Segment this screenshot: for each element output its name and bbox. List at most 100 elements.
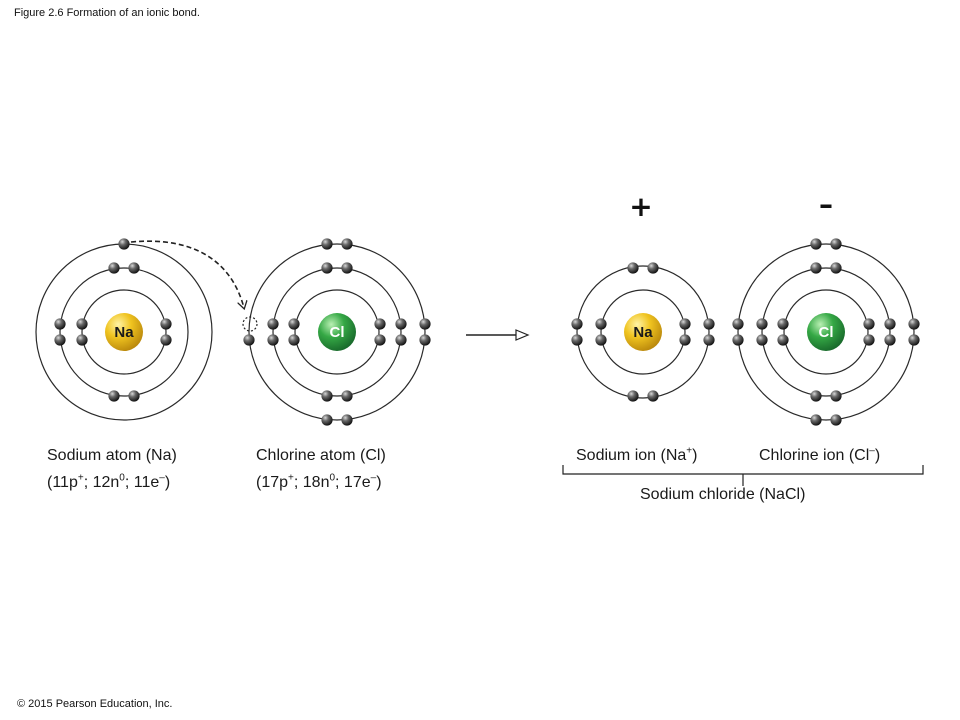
electron xyxy=(884,334,896,346)
electron-shell-2 xyxy=(576,265,710,399)
electron xyxy=(810,390,822,402)
sodium-atom-electrons xyxy=(54,238,172,402)
electron-shell-1 xyxy=(81,289,167,375)
electron xyxy=(595,318,607,330)
compound-bracket xyxy=(562,465,924,486)
electron-shell-1 xyxy=(294,289,380,375)
chlorine-ion-nucleus xyxy=(807,313,845,351)
electron xyxy=(321,390,333,402)
electron xyxy=(908,318,920,330)
electron xyxy=(321,262,333,274)
electron xyxy=(703,318,715,330)
electron xyxy=(288,334,300,346)
electron-shell-2 xyxy=(761,267,891,397)
electron xyxy=(108,390,120,402)
electron xyxy=(863,318,875,330)
chlorine-ion: Cl – xyxy=(732,188,920,426)
sodium-nucleus xyxy=(105,313,143,351)
chlorine-atom-composition: (17p+; 18n0; 17e–) xyxy=(256,472,382,491)
electron xyxy=(679,318,691,330)
electron xyxy=(374,318,386,330)
electron xyxy=(243,334,255,346)
chlorine-atom-symbol: Cl xyxy=(330,324,345,341)
sodium-atom-name: Sodium atom (Na) xyxy=(47,447,177,464)
electron xyxy=(830,238,842,250)
compound-name: Sodium chloride (NaCl) xyxy=(640,486,806,503)
sodium-ion-nucleus xyxy=(624,313,662,351)
electron xyxy=(419,334,431,346)
electron xyxy=(908,334,920,346)
electron xyxy=(884,318,896,330)
electron xyxy=(627,262,639,274)
sodium-atom-symbol: Na xyxy=(114,324,134,341)
electron xyxy=(321,414,333,426)
electron xyxy=(419,318,431,330)
chlorine-ion-name: Chlorine ion (Cl–) xyxy=(759,445,881,464)
electron xyxy=(647,262,659,274)
electron xyxy=(288,318,300,330)
chlorine-ion-symbol: Cl xyxy=(819,324,834,341)
electron xyxy=(571,318,583,330)
electron xyxy=(54,318,66,330)
positive-charge-sign: + xyxy=(629,190,652,223)
negative-charge-sign: – xyxy=(819,188,833,221)
chlorine-nucleus xyxy=(318,313,356,351)
electron xyxy=(830,262,842,274)
sodium-ion: Na + xyxy=(571,190,715,402)
electron xyxy=(395,334,407,346)
electron xyxy=(679,334,691,346)
electron xyxy=(395,318,407,330)
electron-shell-1 xyxy=(783,289,869,375)
electron xyxy=(108,262,120,274)
electron xyxy=(76,318,88,330)
electron-shell-3 xyxy=(737,243,915,421)
electron xyxy=(267,318,279,330)
sodium-atom: Na xyxy=(35,238,213,421)
electron xyxy=(777,334,789,346)
electron xyxy=(160,334,172,346)
copyright-notice: © 2015 Pearson Education, Inc. xyxy=(17,698,173,710)
electron-shell-3 xyxy=(248,243,426,421)
chlorine-atom-name: Chlorine atom (Cl) xyxy=(256,447,386,464)
electron xyxy=(128,390,140,402)
electron xyxy=(810,262,822,274)
sodium-atom-composition: (11p+; 12n0; 11e–) xyxy=(47,472,171,491)
electron xyxy=(810,414,822,426)
electron xyxy=(756,318,768,330)
sodium-ion-electrons xyxy=(571,262,715,402)
chlorine-atom-electron-shells xyxy=(248,243,426,421)
electron xyxy=(341,390,353,402)
electron xyxy=(341,414,353,426)
figure-caption: Figure 2.6 Formation of an ionic bond. xyxy=(14,7,200,19)
electron xyxy=(595,334,607,346)
electron xyxy=(571,334,583,346)
empty-electron-slot xyxy=(242,316,258,332)
electron xyxy=(76,334,88,346)
electron xyxy=(341,262,353,274)
electron xyxy=(341,238,353,250)
electron-shell-2 xyxy=(59,267,189,397)
electron xyxy=(647,390,659,402)
electron xyxy=(732,334,744,346)
electron xyxy=(732,318,744,330)
electron xyxy=(160,318,172,330)
electron xyxy=(830,414,842,426)
sodium-ion-name: Sodium ion (Na+) xyxy=(576,445,698,464)
electron xyxy=(810,238,822,250)
sodium-ion-symbol: Na xyxy=(633,324,653,341)
reaction-arrow xyxy=(466,329,530,341)
electron xyxy=(128,262,140,274)
electron xyxy=(321,238,333,250)
electron-shell-2 xyxy=(272,267,402,397)
electron-shell-1 xyxy=(600,289,686,375)
electron xyxy=(267,334,279,346)
chlorine-ion-electron-shells xyxy=(737,243,915,421)
electron xyxy=(54,334,66,346)
chlorine-ion-electrons xyxy=(732,238,920,426)
electron xyxy=(627,390,639,402)
electron xyxy=(118,238,130,250)
sodium-ion-electron-shells xyxy=(576,265,710,399)
chlorine-atom-electrons xyxy=(243,238,431,426)
electron xyxy=(374,334,386,346)
